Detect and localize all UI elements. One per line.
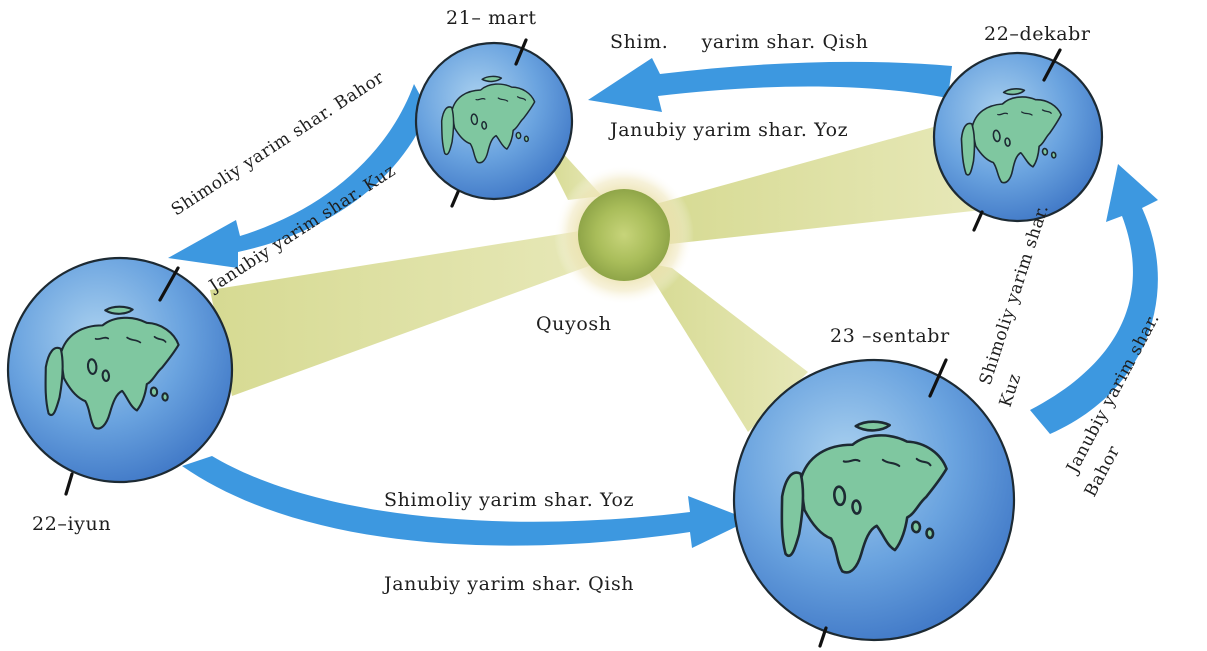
date-label-september: 23 –sentabr [830,325,950,347]
label-bottom-upper: Shimoliy yarim shar. Yoz [384,489,634,511]
label-right-inner-line1: Shimoliy yarim shar. [976,202,1053,388]
date-label-march: 21– mart [446,7,537,29]
date-label-june: 22–iyun [32,513,111,535]
sun-label: Quyosh [536,313,612,335]
globe-march: 21– mart [416,7,572,206]
sun: Quyosh [536,165,694,335]
label-bottom-lower: Janubiy yarim shar. Qish [382,573,634,595]
arrow-december-to-march [588,58,952,112]
label-top-lower: Janubiy yarim shar. Yoz [608,119,848,141]
date-label-december: 22–dekabr [984,23,1091,45]
label-right-inner-line2: Kuz [996,371,1026,410]
sun-disc [578,189,670,281]
globe-june-south-axis [66,474,72,494]
label-top-upper: Shim. yarim shar. Qish [610,31,869,53]
globe-march-south-axis [452,192,458,206]
globe-december-south-axis [974,212,982,230]
globe-june: 22–iyun [8,258,232,535]
